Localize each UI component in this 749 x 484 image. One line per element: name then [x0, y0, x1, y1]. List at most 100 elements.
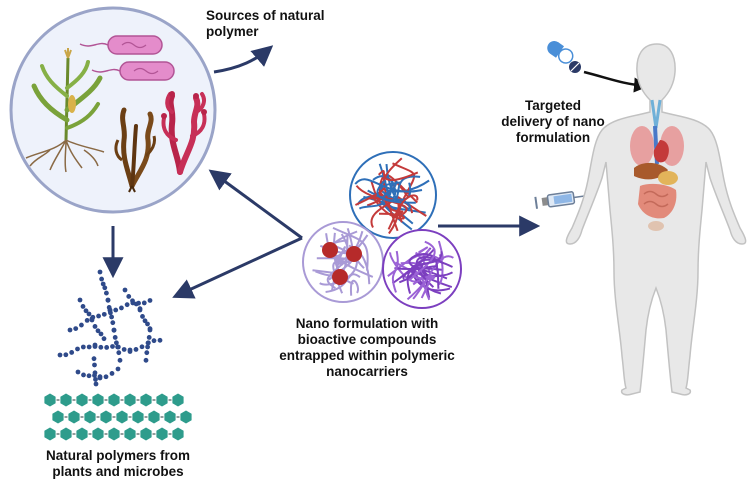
polymer-bead: [127, 347, 133, 353]
hexagon-polymer-chains: [44, 393, 192, 441]
plant-icon: [25, 48, 105, 173]
hexagon-unit: [132, 410, 144, 424]
hexagon-unit: [172, 427, 184, 441]
nano-label-line: Nano formulation with: [295, 316, 439, 331]
polymer-bead: [145, 344, 151, 350]
hexagon-unit: [140, 393, 152, 407]
polymer-bead: [86, 373, 92, 379]
human-body-icon: [565, 43, 747, 396]
polymer-bead: [140, 314, 145, 319]
polymer-bead: [103, 374, 109, 380]
polymer-bead: [92, 362, 97, 368]
sources-label-line: Sources of natural: [206, 8, 325, 23]
polymer-bead: [112, 335, 118, 340]
hexagon-unit: [172, 393, 184, 407]
polymer-bead: [69, 350, 75, 355]
pill-capsule-icon: [547, 40, 581, 73]
polymer-bead: [86, 311, 92, 317]
polymer-bead: [119, 305, 124, 311]
polymer-strand: [398, 194, 419, 223]
hexagon-unit: [76, 393, 88, 407]
polymer-strand: [377, 169, 419, 182]
natural-label-line: Natural polymers from: [45, 448, 191, 463]
polymer-bead: [113, 307, 119, 313]
polymer-bead: [115, 344, 121, 350]
polymer-bead: [133, 301, 139, 307]
polymer-bead: [147, 327, 153, 333]
sources-label: Sources of natural polymer: [206, 8, 325, 40]
hexagon-unit: [124, 393, 136, 407]
hexagon-unit: [44, 393, 56, 407]
polymer-bead: [98, 344, 104, 350]
hexagon-unit: [164, 410, 176, 424]
polymer-bead: [105, 297, 111, 303]
hexagon-unit: [140, 427, 152, 441]
hexagon-unit: [76, 427, 88, 441]
polymer-bead: [108, 310, 113, 316]
polymer-bead: [92, 324, 98, 329]
polymer-bead: [124, 302, 130, 308]
targeted-label-line: formulation: [515, 130, 591, 145]
polymer-bead: [104, 345, 110, 350]
hexagon-unit: [108, 393, 120, 407]
polymer-bead: [126, 294, 132, 299]
polymer-bead: [92, 342, 98, 348]
hexagon-unit: [52, 410, 64, 424]
hexagon-unit: [156, 427, 168, 441]
natural-label-line: plants and microbes: [52, 464, 184, 479]
polymer-bead: [98, 331, 104, 337]
polymer-strand: [394, 265, 440, 289]
polymer-bead: [111, 327, 117, 333]
polymer-bead: [133, 347, 139, 352]
polymer-strand: [411, 275, 436, 286]
hexagon-unit: [84, 410, 96, 424]
polymer-bead: [121, 347, 127, 352]
polymer-bead: [116, 350, 122, 356]
nano-label-line: nanocarriers: [326, 364, 408, 379]
polymer-bead: [84, 317, 90, 323]
polymer-bead: [110, 344, 115, 349]
hexagon-unit: [60, 427, 72, 441]
polymer-bead: [114, 340, 119, 346]
polymer-bead: [67, 327, 73, 333]
nanocarrier-purple: [382, 229, 462, 309]
polymer-bead: [106, 305, 112, 310]
polymer-bead: [110, 320, 116, 326]
targeted-label-line: delivery of nano: [501, 114, 605, 129]
arrow-nano-to-polymers: [172, 236, 303, 299]
polymer-bead: [146, 335, 152, 340]
polymer-bead: [80, 304, 86, 309]
polymer-bead: [57, 352, 63, 358]
polymer-bead: [137, 307, 143, 313]
hexagon-unit: [60, 393, 72, 407]
hexagon-unit: [180, 410, 192, 424]
sources-label-line: polymer: [206, 24, 259, 39]
nano-label-line: bioactive compounds: [297, 332, 437, 347]
hexagon-unit: [92, 427, 104, 441]
polymer-bead: [101, 311, 107, 317]
hexagon-unit: [68, 410, 80, 424]
polymer-bead: [75, 369, 81, 375]
polymer-strand: [391, 250, 399, 293]
polymer-bead: [86, 344, 92, 350]
polymer-bead: [92, 370, 98, 376]
polymer-bead: [101, 336, 107, 342]
polymer-bead: [145, 321, 150, 327]
polymer-bead: [109, 314, 114, 320]
seaweed-icon: [114, 107, 156, 193]
polymer-bead: [147, 298, 153, 303]
arrow-to-sources-label: [213, 45, 274, 74]
polymer-bead: [122, 287, 128, 293]
targeted-label-line: Targeted: [524, 98, 581, 113]
hexagon-unit: [116, 410, 128, 424]
polymer-bead: [104, 290, 109, 296]
polymer-bead: [109, 371, 115, 376]
polymer-strand: [350, 279, 359, 296]
hexagon-unit: [108, 427, 120, 441]
polymer-bead: [115, 366, 121, 372]
polymer-bead: [73, 326, 79, 331]
polymer-strand: [332, 226, 369, 271]
polymer-bead: [63, 352, 69, 358]
polymer-bead: [130, 298, 135, 304]
